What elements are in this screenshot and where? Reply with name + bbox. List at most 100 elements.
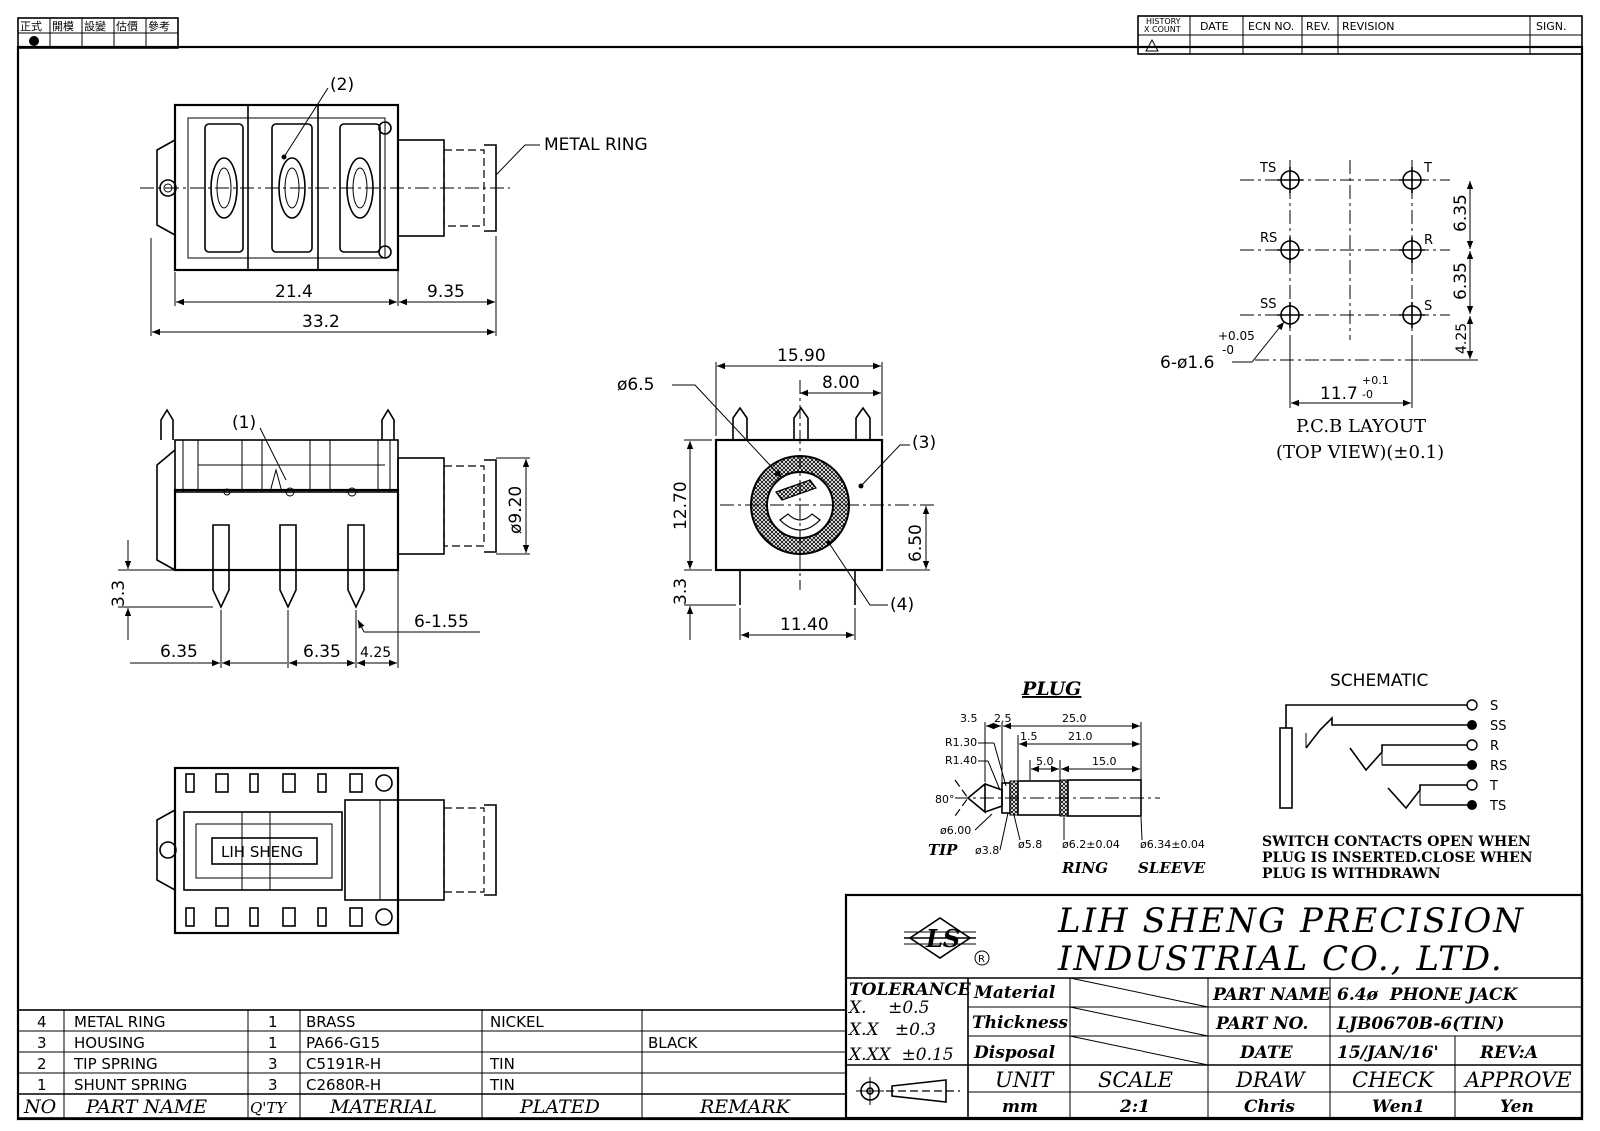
bom-row-2-material: C5191R-H [306,1055,381,1073]
dim-3-3-side: 3.3 [109,580,129,607]
callout-1: (1) [232,413,256,433]
bom-row-0-plated: NICKEL [490,1013,544,1031]
schematic: SCHEMATIC S SS R RS T TS SWITCH CONTACTS… [1262,671,1533,882]
tolerance-xx: X.X ±0.3 [847,1020,936,1040]
bom-header-name: PART NAME [85,1096,207,1118]
plug-dim-1-5: 1.5 [1020,730,1038,743]
sheet-border [16,45,1584,1121]
date-value: 15/JAN/16' [1337,1043,1439,1063]
dim-4-25: 4.25 [360,645,391,661]
plug-dim-2-5: 2.5 [994,712,1012,725]
company-name-1: LIH SHENG PRECISION [1057,901,1525,941]
schematic-pin-1: SS [1490,719,1507,734]
dim-6-35-a: 6.35 [160,642,198,662]
rev-col-ecn: ECN NO. [1248,20,1294,33]
company-logo: LS R [904,917,990,966]
plug-dim-5-0: 5.0 [1036,755,1054,768]
bottom-view: LIH SHENG [156,766,497,935]
callout-4: (4) [890,595,914,615]
stamp-mark-icon [29,36,39,46]
schematic-note-2: PLUG IS INSERTED.CLOSE WHEN [1262,850,1533,866]
plug-dim-6-00: ø6.00 [940,824,971,837]
schematic-pin-ts-icon [1467,800,1477,810]
schematic-pin-2: R [1490,739,1499,754]
thickness-label: Thickness [972,1013,1068,1033]
history-label: HISTORY [1146,17,1181,26]
part-name-label: PART NAME [1212,985,1332,1005]
bom-row-1-name: HOUSING [74,1034,145,1052]
bom-row-1-remark: BLACK [648,1034,698,1052]
rev-col-sign: SIGN. [1536,20,1566,33]
rev-col-revision: REVISION [1342,20,1394,33]
unit-label: UNIT [995,1068,1055,1092]
xcount-label: X COUNT [1144,25,1181,34]
stamp-cell-3: 估價 [116,19,138,33]
dim-8-00: 8.00 [822,373,860,393]
rev-col-date: DATE [1200,20,1229,33]
tolerance-xxx: X.XX ±0.15 [847,1045,954,1065]
rev-value: REV:A [1479,1043,1538,1063]
schematic-note-3: PLUG IS WITHDRAWN [1262,866,1441,882]
schematic-pin-r-icon [1466,739,1478,751]
bom-row-2-qty: 3 [268,1055,278,1073]
bom-header-qty: Q'TY [250,1099,288,1117]
pcb-pin-r: R [1424,233,1433,248]
plug-dim-6-2: ø6.2±0.04 [1062,838,1120,851]
schematic-pin-rs-icon [1467,760,1477,770]
pcb-pin-ts: TS [1259,161,1276,176]
dim-9-20: ø9.20 [506,486,526,534]
revision-triangle-icon [1145,38,1159,52]
svg-text:LS: LS [925,924,960,953]
pcb-pin-ss: SS [1260,297,1277,312]
bom-row-0-qty: 1 [268,1013,278,1031]
approve-value: Yen [1500,1097,1534,1117]
plug-label-tip: TIP [928,841,958,859]
schematic-pin-3: RS [1490,759,1507,774]
check-label: CHECK [1352,1068,1435,1092]
svg-text:R: R [978,954,985,965]
part-name-value: 6.4ø PHONE JACK [1337,985,1519,1005]
plug-dim-5-8: ø5.8 [1018,838,1042,851]
pcb-pin-t: T [1423,161,1432,176]
bom-row-0-material: BRASS [306,1013,355,1031]
plug-drawing: PLUG 3.5 2.5 25.0 1.5 21.0 5.0 15.0 R1.3… [928,678,1206,877]
plug-dim-15-0: 15.0 [1092,755,1117,768]
bom-row-3-material: C2680R-H [306,1076,381,1094]
pcb-layout: TS T RS R SS S 6.35 6.35 4.25 6-ø1.6 +0.… [1160,160,1478,463]
dim-3-3-front: 3.3 [671,578,691,605]
schematic-pin-5: TS [1489,799,1506,814]
dim-11-40: 11.40 [780,615,829,635]
stamp-table: 正式 開模 設變 估價 參考 [17,17,179,49]
plug-r-1-30: R1.30 [945,736,977,749]
side-view: (1) ø9.20 3.3 6-1.55 6.35 6.35 4.25 [109,408,530,668]
front-view: ø6.5 15.90 8.00 12.70 3.3 6.50 11.40 (3)… [617,346,936,640]
stamp-cell-1: 開模 [52,20,74,33]
plug-dim-3-8: ø3.8 [975,844,999,857]
schematic-pin-0: S [1490,699,1498,714]
dim-6-5: ø6.5 [617,375,654,395]
bom-row-3-qty: 3 [268,1076,278,1094]
disposal-label: Disposal [973,1043,1056,1063]
plug-dim-6-34: ø6.34±0.04 [1140,838,1205,851]
material-label: Material [973,983,1056,1003]
pcb-dim-4-25: 4.25 [1454,323,1470,354]
draw-label: DRAW [1235,1068,1307,1092]
plug-angle: 80° [935,793,955,806]
approve-label: APPROVE [1463,1068,1572,1092]
dim-6-50: 6.50 [906,524,926,562]
bom-header-plated: PLATED [519,1096,600,1118]
bottom-brand-text: LIH SHENG [221,843,303,861]
dim-15-90: 15.90 [777,346,826,366]
bom-row-0-no: 4 [37,1013,47,1031]
bom-row-0-name: METAL RING [74,1013,166,1031]
dim-6-35-b: 6.35 [303,642,341,662]
draw-value: Chris [1244,1097,1295,1117]
tolerance-x: X. ±0.5 [847,998,929,1018]
check-value: Wen1 [1372,1097,1425,1117]
part-no-value: LJB0670B-6(TIN) [1336,1014,1504,1034]
bom-row-2-name: TIP SPRING [73,1055,158,1073]
pcb-w-tol-plus: +0.1 [1362,374,1389,387]
metal-ring-label: METAL RING [544,135,648,155]
pcb-dim-6-35-a: 6.35 [1451,194,1471,232]
